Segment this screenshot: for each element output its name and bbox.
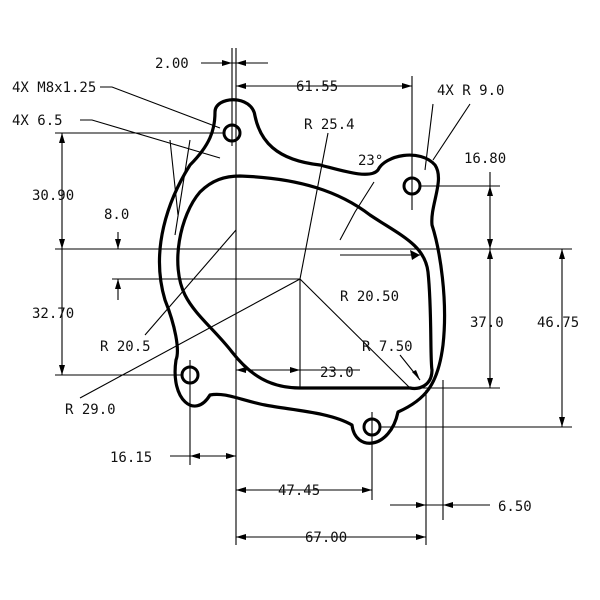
label-16-15: 16.15 [110, 450, 152, 466]
label-hole-callout: 4X 6.5 [12, 113, 63, 129]
label-23-0: 23.0 [320, 365, 354, 381]
label-thread-callout: 4X M8x1.25 [12, 80, 96, 96]
label-47-45: 47.45 [278, 483, 320, 499]
bolt-hole-bottom-right [362, 412, 382, 442]
label-46-75: 46.75 [537, 315, 579, 331]
label-r25-4: R 25.4 [304, 117, 355, 133]
bolt-hole-top-right [402, 172, 422, 210]
label-angle-23: 23° [358, 153, 383, 169]
label-30-90: 30.90 [32, 188, 74, 204]
label-67-00: 67.00 [305, 530, 347, 546]
label-radius-corner: 4X R 9.0 [437, 83, 504, 99]
label-2-00: 2.00 [155, 56, 189, 72]
label-16-80: 16.80 [464, 151, 506, 167]
label-37-0: 37.0 [470, 315, 504, 331]
gasket-outer-outline [157, 98, 447, 445]
bolt-hole-bottom-left [180, 360, 200, 390]
label-32-70: 32.70 [32, 306, 74, 322]
label-r7-50: R 7.50 [362, 339, 413, 355]
dimension-lines [55, 48, 572, 545]
label-r20-5: R 20.5 [100, 339, 151, 355]
bolt-hole-top-left [222, 120, 242, 146]
label-6-50: 6.50 [498, 499, 532, 515]
label-r20-50: R 20.50 [340, 289, 399, 305]
label-8-0: 8.0 [104, 207, 129, 223]
label-61-55: 61.55 [296, 79, 338, 95]
label-r29-0: R 29.0 [65, 402, 116, 418]
gasket-inner-port [176, 174, 434, 391]
